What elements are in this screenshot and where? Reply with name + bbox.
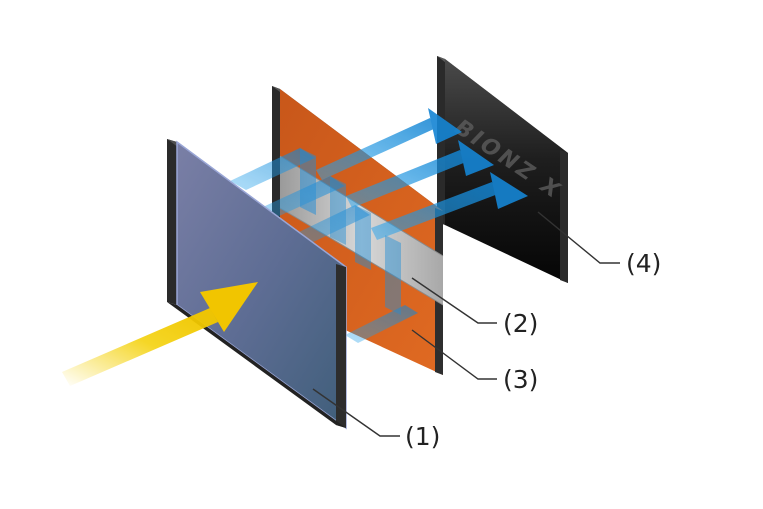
processor-panel: BIONZ X [437,56,568,283]
image-sensor-panel [167,139,347,430]
signal-arrows [230,108,528,343]
callout-label-4: (4) [626,249,661,278]
callout-label-2: (2) [503,309,538,338]
callout-label-1: (1) [405,422,440,451]
callout-label-3: (3) [503,365,538,394]
incoming-light-arrow [62,282,258,386]
callout-lines [312,211,620,437]
